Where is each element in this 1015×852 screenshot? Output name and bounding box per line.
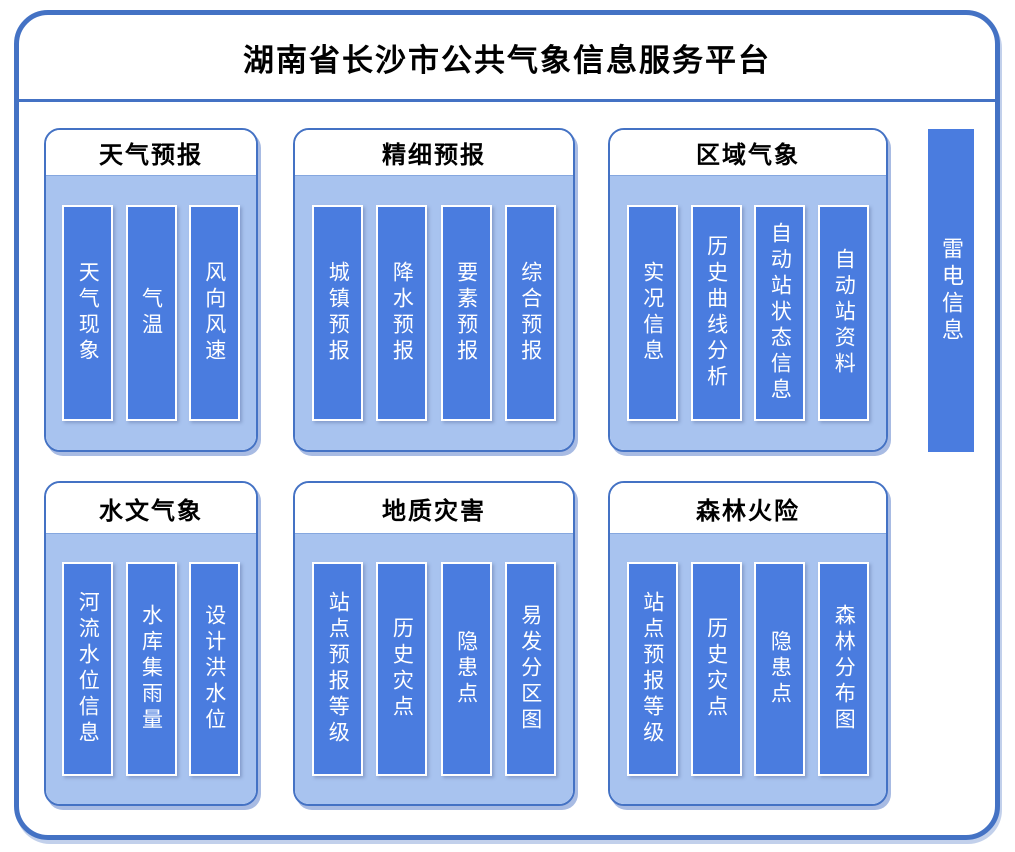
item-label: 易发分区图 xyxy=(518,603,542,734)
item-label: 综合预报 xyxy=(518,260,542,365)
page-title: 湖南省长沙市公共气象信息服务平台 xyxy=(243,42,771,78)
item-label: 自动站状态信息 xyxy=(768,221,792,404)
item-bar: 易发分区图 xyxy=(504,562,556,776)
item-bar: 要素预报 xyxy=(440,204,492,422)
panel-geological-disaster: 地质灾害 站点预报等级 历史灾点 隐患点 易发分区图 xyxy=(293,481,575,806)
lightning-info-label: 雷电信息 xyxy=(939,236,964,345)
panel-body: 城镇预报 降水预报 要素预报 综合预报 xyxy=(295,175,573,450)
panel-header: 地质灾害 xyxy=(295,483,573,533)
panel-body: 站点预报等级 历史灾点 隐患点 森林分布图 xyxy=(610,533,886,804)
panel-title: 精细预报 xyxy=(382,142,486,169)
panel-header: 天气预报 xyxy=(46,130,256,175)
item-label: 隐患点 xyxy=(454,629,478,708)
panel-hydrological-meteorology: 水文气象 河流水位信息 水库集雨量 设计洪水位 xyxy=(44,481,258,806)
panel-fine-forecast: 精细预报 城镇预报 降水预报 要素预报 综合预报 xyxy=(293,128,575,452)
item-label: 站点预报等级 xyxy=(326,590,350,747)
item-bar: 隐患点 xyxy=(754,562,806,776)
lightning-info-bar: 雷电信息 xyxy=(928,129,974,452)
item-bar: 水库集雨量 xyxy=(125,562,177,776)
item-bar: 站点预报等级 xyxy=(312,562,364,776)
panel-header: 区域气象 xyxy=(610,130,886,175)
panel-title: 森林火险 xyxy=(696,497,800,525)
item-label: 森林分布图 xyxy=(832,603,856,734)
item-label: 实况信息 xyxy=(640,260,664,365)
panel-title: 地质灾害 xyxy=(382,497,486,525)
item-label: 历史灾点 xyxy=(390,616,414,721)
item-label: 站点预报等级 xyxy=(640,590,664,747)
item-bar: 综合预报 xyxy=(504,204,556,422)
item-label: 降水预报 xyxy=(390,260,414,365)
item-bar: 实况信息 xyxy=(626,204,678,422)
item-label: 河流水位信息 xyxy=(76,590,100,747)
item-bar: 气温 xyxy=(125,204,177,422)
item-label: 风向风速 xyxy=(202,260,226,365)
item-bar: 河流水位信息 xyxy=(62,562,114,776)
item-label: 自动站资料 xyxy=(832,247,856,378)
item-bar: 自动站状态信息 xyxy=(754,204,806,422)
item-bar: 站点预报等级 xyxy=(626,562,678,776)
item-bar: 森林分布图 xyxy=(818,562,870,776)
item-bar: 天气现象 xyxy=(62,204,114,422)
title-bar: 湖南省长沙市公共气象信息服务平台 xyxy=(19,15,995,102)
item-bar: 历史灾点 xyxy=(376,562,428,776)
item-label: 历史曲线分析 xyxy=(704,234,728,391)
item-label: 天气现象 xyxy=(76,260,100,365)
panel-title: 水文气象 xyxy=(99,497,203,525)
item-label: 要素预报 xyxy=(454,260,478,365)
item-label: 历史灾点 xyxy=(704,616,728,721)
panel-title: 区域气象 xyxy=(696,142,800,169)
item-label: 气温 xyxy=(139,286,163,339)
item-bar: 自动站资料 xyxy=(818,204,870,422)
item-label: 设计洪水位 xyxy=(202,603,226,734)
panel-body: 天气现象 气温 风向风速 xyxy=(46,175,256,450)
panel-header: 精细预报 xyxy=(295,130,573,175)
panel-header: 森林火险 xyxy=(610,483,886,533)
panel-body: 河流水位信息 水库集雨量 设计洪水位 xyxy=(46,533,256,804)
item-label: 城镇预报 xyxy=(326,260,350,365)
item-bar: 设计洪水位 xyxy=(188,562,240,776)
panel-header: 水文气象 xyxy=(46,483,256,533)
item-bar: 隐患点 xyxy=(440,562,492,776)
item-bar: 城镇预报 xyxy=(312,204,364,422)
item-bar: 历史灾点 xyxy=(690,562,742,776)
panel-title: 天气预报 xyxy=(99,142,203,169)
panel-body: 实况信息 历史曲线分析 自动站状态信息 自动站资料 xyxy=(610,175,886,450)
panel-body: 站点预报等级 历史灾点 隐患点 易发分区图 xyxy=(295,533,573,804)
item-bar: 历史曲线分析 xyxy=(690,204,742,422)
item-label: 水库集雨量 xyxy=(139,603,163,734)
panel-forest-fire-risk: 森林火险 站点预报等级 历史灾点 隐患点 森林分布图 xyxy=(608,481,888,806)
item-bar: 风向风速 xyxy=(188,204,240,422)
panel-weather-forecast: 天气预报 天气现象 气温 风向风速 xyxy=(44,128,258,452)
item-label: 隐患点 xyxy=(768,629,792,708)
panel-regional-meteorology: 区域气象 实况信息 历史曲线分析 自动站状态信息 自动站资料 xyxy=(608,128,888,452)
item-bar: 降水预报 xyxy=(376,204,428,422)
